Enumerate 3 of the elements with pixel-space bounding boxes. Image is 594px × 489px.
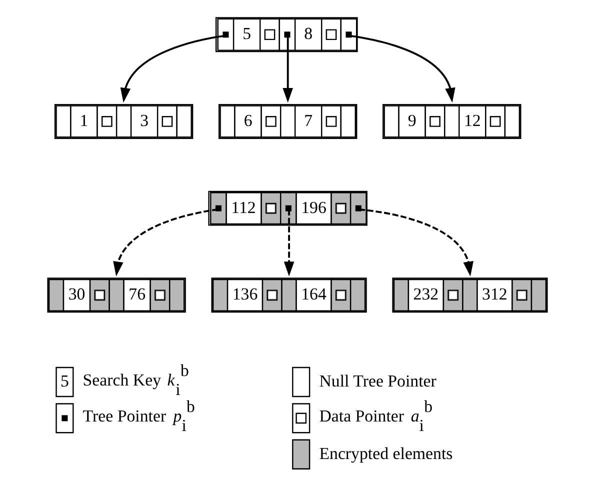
legend-label: Encrypted elements xyxy=(318,444,452,463)
label: 5 xyxy=(60,371,68,390)
legend-label: Null Tree Pointer xyxy=(318,371,436,390)
